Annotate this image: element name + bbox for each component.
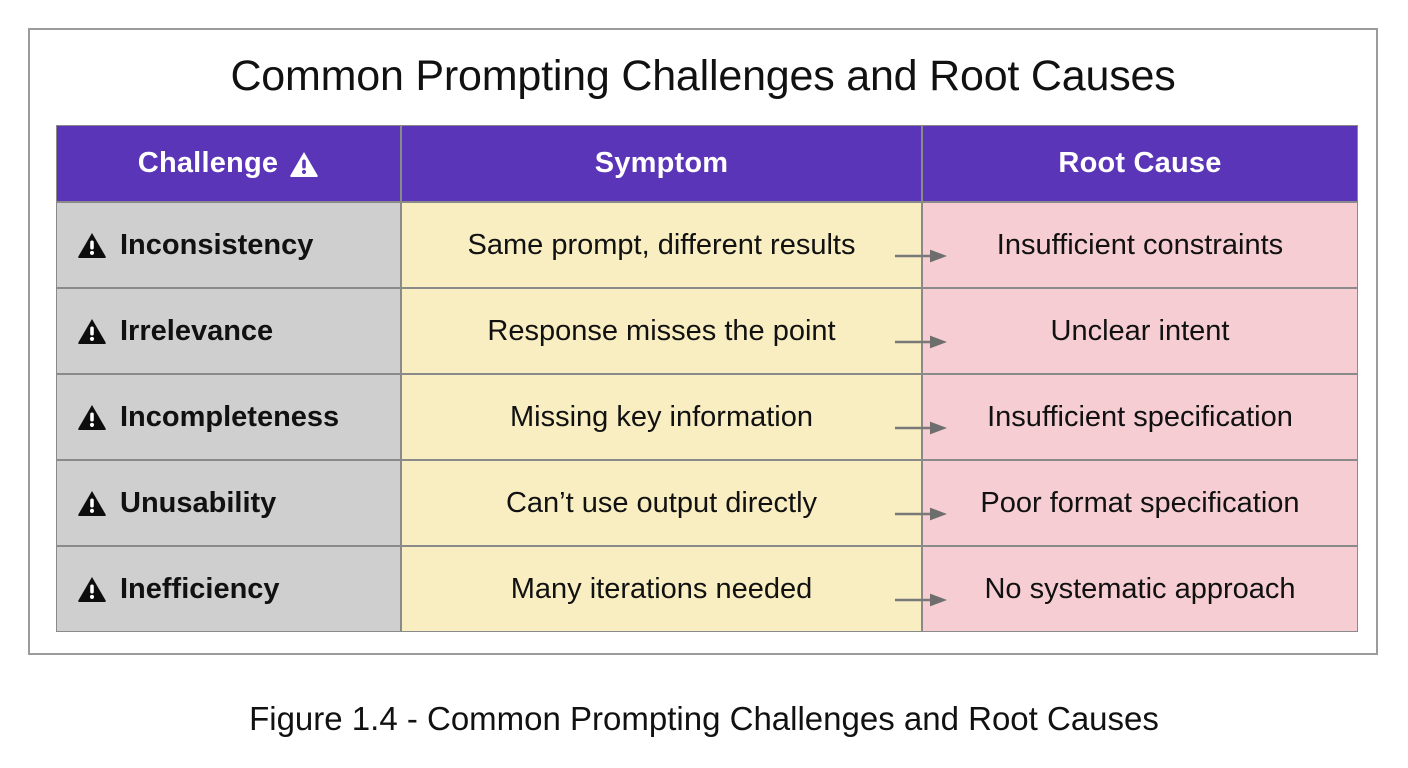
challenges-table: Challenge Symptom — [56, 125, 1358, 632]
cell-symptom: Can’t use output directly — [401, 460, 947, 546]
table-row: Inefficiency Many iterations needed No s… — [56, 546, 1358, 632]
cell-root-cause: No systematic approach — [922, 546, 1358, 632]
root-cause-label: Poor format specification — [980, 486, 1300, 519]
warning-triangle-icon — [77, 316, 107, 346]
symptom-label: Response misses the point — [487, 314, 836, 347]
warning-triangle-icon — [77, 402, 107, 432]
table-header-row: Challenge Symptom — [56, 125, 1358, 202]
cell-challenge: Irrelevance — [56, 288, 401, 374]
cell-root-cause: Unclear intent — [922, 288, 1358, 374]
root-cause-label: Insufficient specification — [987, 400, 1293, 433]
warning-triangle-icon — [77, 230, 107, 260]
column-header-root-cause-label: Root Cause — [1058, 147, 1222, 179]
root-cause-label: Unclear intent — [1050, 314, 1230, 347]
column-header-symptom-label: Symptom — [594, 147, 729, 179]
root-cause-label: No systematic approach — [984, 572, 1296, 605]
symptom-label: Same prompt, different results — [467, 228, 856, 261]
cell-symptom: Many iterations needed — [401, 546, 947, 632]
cell-root-cause: Insufficient specification — [922, 374, 1358, 460]
challenge-label: Irrelevance — [120, 314, 274, 347]
table-row: Inconsistency Same prompt, different res… — [56, 202, 1358, 288]
column-header-challenge-label: Challenge — [137, 147, 279, 179]
table-row: Irrelevance Response misses the point Un… — [56, 288, 1358, 374]
page-title: Common Prompting Challenges and Root Cau… — [230, 52, 1176, 100]
symptom-label: Missing key information — [510, 400, 813, 433]
warning-triangle-icon — [289, 149, 319, 179]
table-header: Challenge Symptom — [56, 125, 1358, 202]
cell-symptom: Missing key information — [401, 374, 947, 460]
cell-root-cause: Poor format specification — [922, 460, 1358, 546]
column-header-challenge: Challenge — [56, 125, 401, 202]
cell-symptom: Same prompt, different results — [401, 202, 947, 288]
cell-challenge: Unusability — [56, 460, 401, 546]
challenge-label: Inconsistency — [120, 228, 314, 261]
column-header-symptom: Symptom — [401, 125, 922, 202]
cell-challenge: Incompleteness — [56, 374, 401, 460]
challenge-label: Incompleteness — [120, 400, 340, 433]
table-row: Incompleteness Missing key information I… — [56, 374, 1358, 460]
warning-triangle-icon — [77, 574, 107, 604]
root-cause-label: Insufficient constraints — [996, 228, 1284, 261]
symptom-label: Can’t use output directly — [505, 486, 818, 519]
column-header-root-cause: Root Cause — [922, 125, 1358, 202]
symptom-label: Many iterations needed — [510, 572, 813, 605]
table-row: Unusability Can’t use output directly Po… — [56, 460, 1358, 546]
warning-triangle-icon — [77, 488, 107, 518]
figure-caption: Figure 1.4 - Common Prompting Challenges… — [249, 700, 1159, 737]
cell-challenge: Inefficiency — [56, 546, 401, 632]
figure-frame: Common Prompting Challenges and Root Cau… — [28, 28, 1378, 655]
cell-root-cause: Insufficient constraints — [922, 202, 1358, 288]
cell-challenge: Inconsistency — [56, 202, 401, 288]
challenge-label: Unusability — [120, 486, 277, 519]
cell-symptom: Response misses the point — [401, 288, 947, 374]
challenge-label: Inefficiency — [120, 572, 280, 605]
table-body: Inconsistency Same prompt, different res… — [56, 202, 1358, 632]
